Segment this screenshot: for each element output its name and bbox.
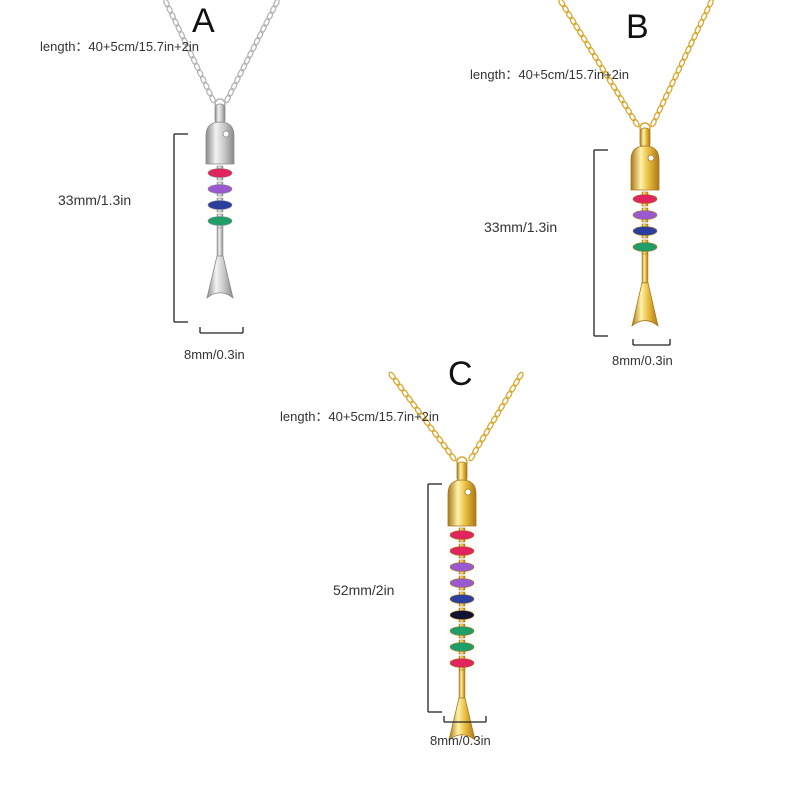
gem-segment (449, 530, 475, 540)
fish-tail (206, 255, 234, 300)
variant-b-pendant (630, 127, 660, 328)
fish-head (205, 121, 235, 165)
gem-segment (632, 226, 658, 236)
variant-c-chain-right (468, 371, 524, 462)
variant-a-width: 8mm/0.3in (184, 347, 245, 362)
gem-segment (207, 200, 233, 210)
variant-a-length: length：40+5cm/15.7in+2in (40, 39, 200, 54)
variant-a-height-bracket (173, 133, 188, 323)
variant-c-height: 52mm/2in (333, 582, 395, 598)
variant-a-height: 33mm/1.3in (58, 192, 132, 208)
variant-b-chain-left (558, 0, 640, 128)
fish-tail (631, 282, 659, 328)
fish-tail (448, 697, 476, 742)
variant-c-chain-left (388, 371, 457, 462)
tail-stem (216, 227, 224, 260)
variant-b-width: 8mm/0.3in (612, 353, 673, 368)
variant-c-width: 8mm/0.3in (430, 733, 491, 748)
gem-segment (207, 168, 233, 178)
variant-c-height-bracket (427, 483, 442, 713)
pendant-bail (214, 103, 226, 125)
fish-eye-gem (647, 154, 655, 162)
gem-segment (207, 184, 233, 194)
variant-c-pendant (447, 461, 477, 742)
gem-segment (449, 610, 475, 620)
variant-b-label: B (626, 8, 649, 46)
gem-segment (449, 658, 475, 668)
fish-eye-gem (464, 488, 472, 496)
tail-stem (641, 253, 649, 287)
tail-stem (458, 669, 466, 702)
variant-b-width-bracket (632, 339, 671, 346)
variant-b-height: 33mm/1.3in (484, 219, 558, 235)
gem-segment (207, 216, 233, 226)
variant-b-length: length：40+5cm/15.7in+2in (470, 67, 630, 82)
fish-eye-gem (222, 130, 230, 138)
variant-b-chain-right (650, 0, 714, 128)
variant-a-width-bracket (199, 327, 244, 334)
pendant-bail (639, 127, 651, 149)
fish-head (447, 479, 477, 527)
variant-c-length: length：40+5cm/15.7in+2in (280, 409, 440, 424)
gem-segment (449, 562, 475, 572)
pendant-bail (456, 461, 468, 483)
variant-c-width-bracket (443, 716, 487, 723)
fish-head (630, 145, 660, 191)
variant-a-pendant (205, 103, 235, 300)
gem-segment (632, 210, 658, 220)
variant-a-label: A (192, 2, 215, 40)
gem-segment (449, 642, 475, 652)
variant-b-height-bracket (593, 149, 608, 337)
gem-segment (449, 594, 475, 604)
variant-c-label: C (448, 355, 473, 393)
gem-segment (632, 194, 658, 204)
gem-segment (449, 578, 475, 588)
gem-segment (449, 546, 475, 556)
variant-a-chain-left (163, 0, 216, 104)
gem-segment (632, 242, 658, 252)
variant-a-chain-right (224, 0, 280, 104)
gem-segment (449, 626, 475, 636)
